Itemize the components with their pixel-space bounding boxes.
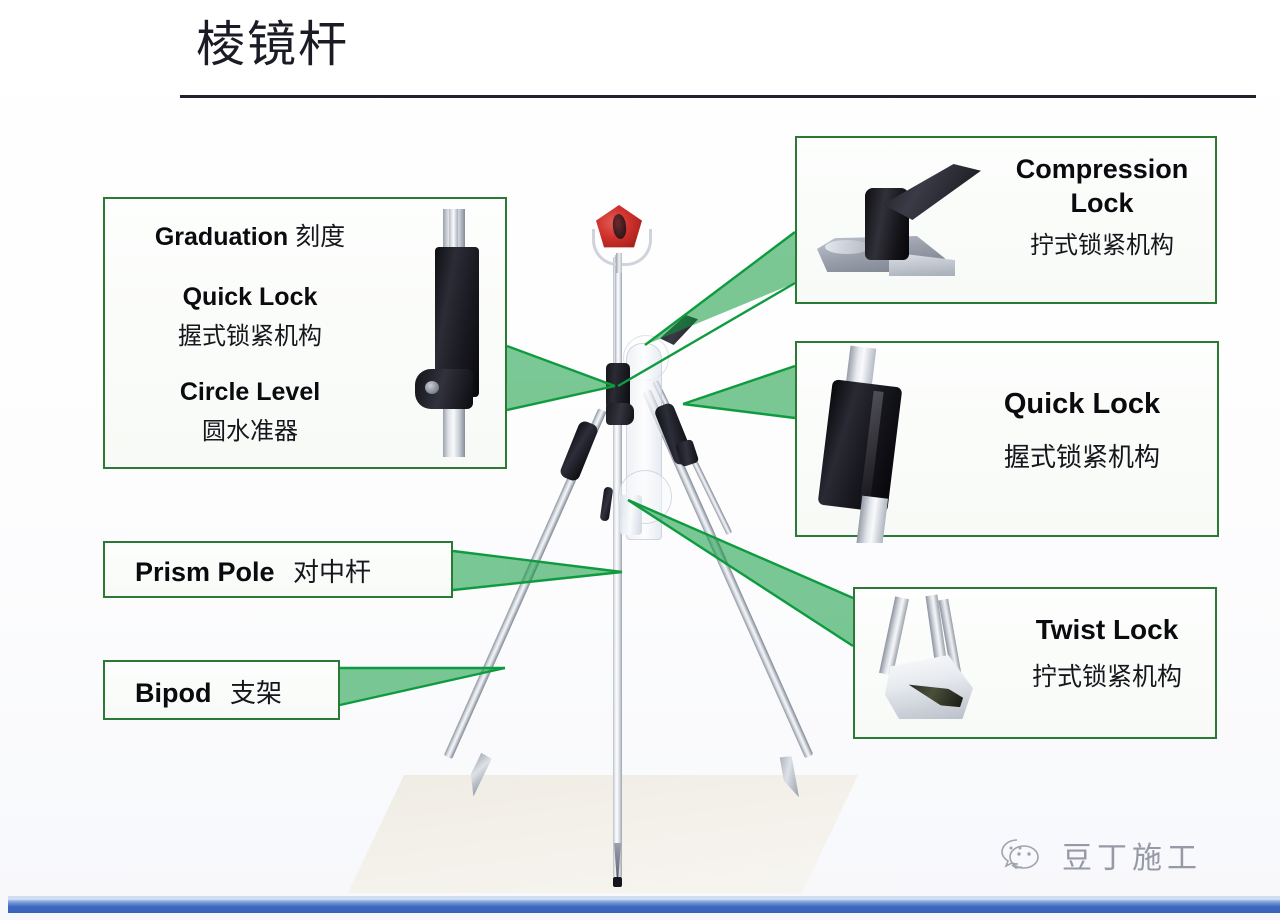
quick-lock-collar-tab: [606, 403, 634, 425]
label-bipod-cn: 支架: [229, 679, 282, 709]
clamp-photo-rod-inner: [449, 209, 458, 279]
clamp-photo-tab: [415, 369, 473, 409]
callout-quick-text: Quick Lock 握式锁紧机构: [957, 385, 1207, 479]
callout-quick-lock[interactable]: Quick Lock 握式锁紧机构: [795, 341, 1219, 543]
callout-compression-text: Compression Lock 拧式锁紧机构: [993, 152, 1211, 264]
watermark: 豆丁施工: [1000, 828, 1230, 882]
label-prismpole-cn: 对中杆: [293, 558, 372, 588]
compression-lock-base-highlight: [825, 240, 869, 254]
label-quicklock-en-row: Quick Lock: [121, 279, 379, 315]
label-compression-en-line1: Compression: [1015, 154, 1189, 184]
twist-lock-photo: [869, 593, 1005, 737]
label-quicklock-en: Quick Lock: [182, 283, 318, 311]
label-graduation-en: Graduation: [154, 223, 289, 251]
label-graduation: Graduation 刻度: [121, 217, 379, 257]
page-title: 棱镜杆: [196, 16, 350, 73]
callout-twist-text: Twist Lock 拧式锁紧机构: [1003, 611, 1211, 697]
quick-lock-clamp-photo: [401, 209, 505, 459]
twist-lock-body: [620, 495, 642, 535]
label-bipod-en: Bipod: [135, 678, 212, 708]
callout-prism-pole[interactable]: Prism Pole 对中杆: [103, 541, 453, 598]
label-quicklock2-en: Quick Lock: [1003, 388, 1161, 420]
label-circlelevel-en-row: Circle Level: [121, 374, 379, 410]
callout-compression-lock[interactable]: Compression Lock 拧式锁紧机构: [795, 136, 1217, 304]
label-circlelevel-en: Circle Level: [179, 378, 321, 406]
callout-left-stack[interactable]: Graduation 刻度 Quick Lock 握式锁紧机构 Circle L…: [103, 197, 507, 469]
leg-clamp-left: [558, 419, 600, 483]
label-quicklock-cn-row: 握式锁紧机构: [121, 319, 379, 354]
label-prismpole-en: Prism Pole: [135, 557, 275, 587]
ground-plane: [348, 775, 858, 893]
spacer-2: [121, 358, 379, 370]
callout-twist-lock[interactable]: Twist Lock 拧式锁紧机构: [853, 587, 1217, 739]
pole-point: [613, 877, 622, 887]
watermark-text: 豆丁施工: [1062, 841, 1202, 876]
quick-lock-grip-photo: [803, 339, 953, 543]
label-graduation-cn: 刻度: [295, 222, 346, 251]
clamp-photo-screw: [425, 381, 439, 394]
quick-lock-grip-body: [817, 379, 903, 513]
label-compression-cn: 拧式锁紧机构: [1030, 231, 1174, 259]
title-underline: [180, 95, 1256, 98]
wechat-icon: [1001, 839, 1039, 869]
prism-stem: [616, 253, 622, 273]
label-quicklock-cn: 握式锁紧机构: [178, 322, 322, 350]
quick-lock-rod-bottom: [855, 495, 889, 543]
prism-head: [588, 205, 652, 273]
pole-tip: [614, 843, 621, 881]
label-circlelevel-cn-row: 圆水准器: [121, 414, 379, 449]
footer-bar-shadow: [8, 896, 1280, 899]
label-compression-en-line2: Lock: [1070, 188, 1134, 218]
compression-lock-lever: [660, 315, 698, 345]
twist-lock-handle: [599, 486, 614, 522]
label-quicklock2-cn: 握式锁紧机构: [1003, 443, 1160, 473]
footer-bar: [8, 899, 1280, 913]
callout-bipod-text: Bipod 支架: [135, 673, 282, 710]
label-circlelevel-cn: 圆水准器: [202, 417, 298, 445]
compression-lock-photo: [811, 148, 991, 294]
callout-left-text: Graduation 刻度 Quick Lock 握式锁紧机构 Circle L…: [121, 217, 379, 453]
callout-prismpole-text: Prism Pole 对中杆: [135, 552, 371, 589]
label-twistlock-cn: 拧式锁紧机构: [1031, 662, 1182, 691]
spacer-1: [121, 261, 379, 275]
callout-bipod[interactable]: Bipod 支架: [103, 660, 340, 720]
label-twistlock-en: Twist Lock: [1035, 614, 1179, 645]
